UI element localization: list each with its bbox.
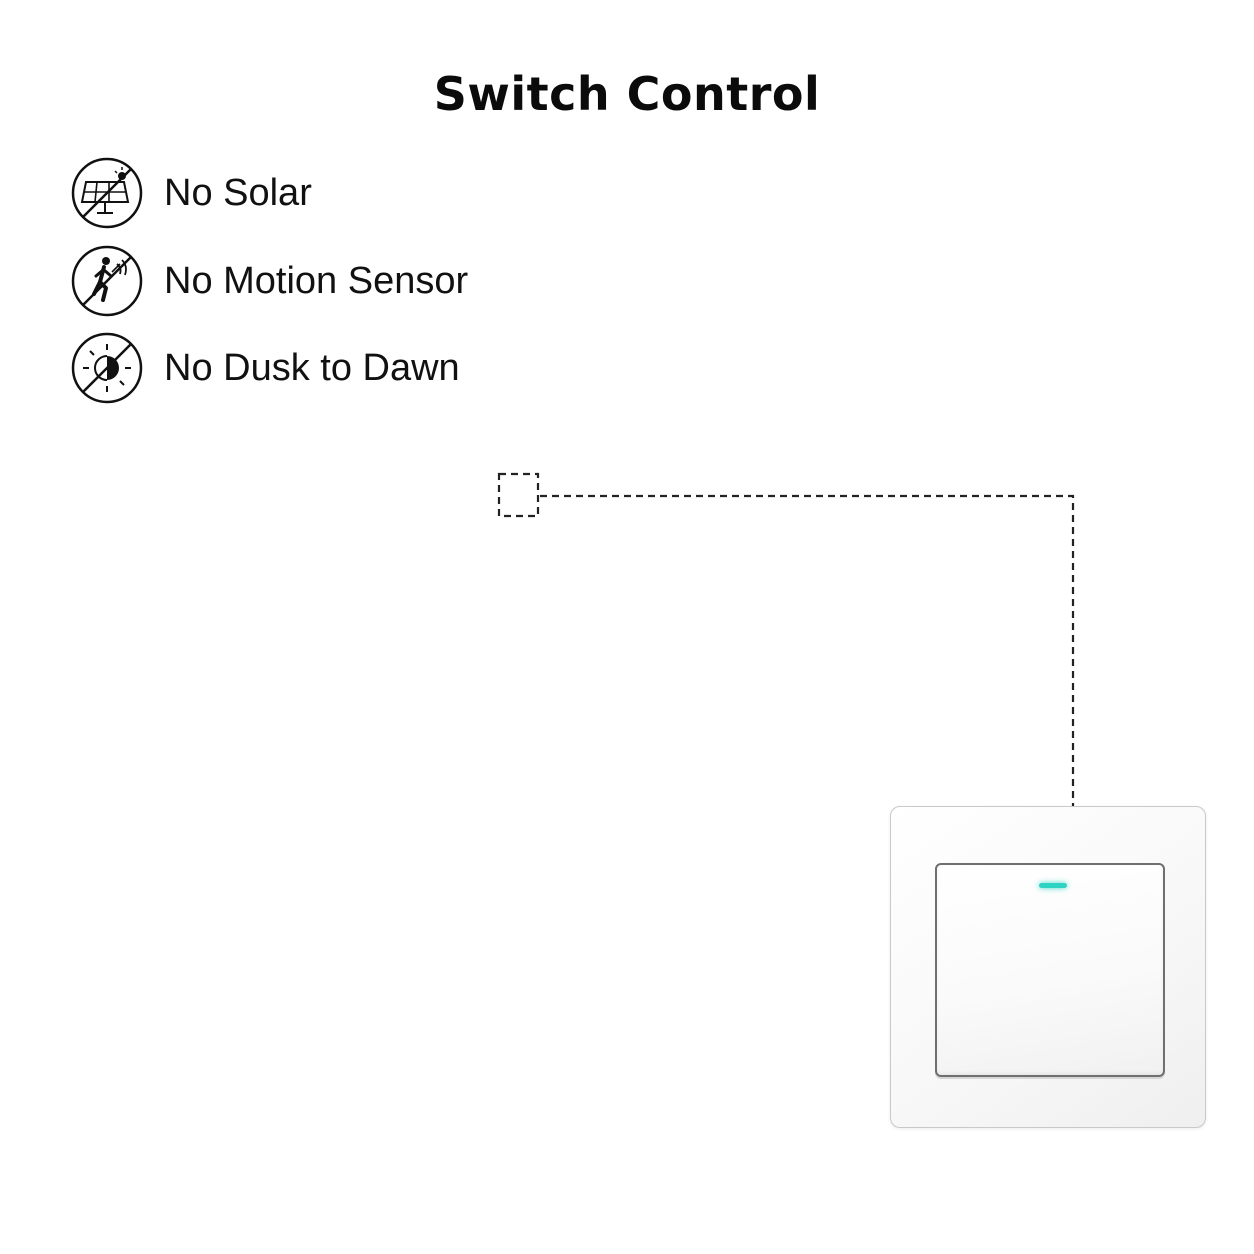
no-dusk-to-dawn-icon [71, 332, 143, 404]
switch-rocker-button[interactable] [935, 863, 1165, 1077]
feature-label: No Solar [164, 172, 312, 214]
feature-label: No Motion Sensor [164, 260, 469, 302]
feature-no-solar: No Solar [70, 155, 312, 231]
no-solar-icon [71, 157, 143, 229]
page-title: Switch Control [433, 67, 821, 121]
wall-switch-plate [890, 806, 1206, 1128]
dashed-wire [540, 494, 1075, 806]
feature-no-motion-sensor: No Motion Sensor [70, 243, 468, 319]
light-fixture-placeholder [497, 472, 540, 518]
indicator-led-icon [1039, 883, 1067, 888]
feature-label: No Dusk to Dawn [164, 347, 460, 389]
feature-no-dusk-to-dawn: No Dusk to Dawn [70, 330, 460, 406]
no-motion-sensor-icon [71, 245, 143, 317]
